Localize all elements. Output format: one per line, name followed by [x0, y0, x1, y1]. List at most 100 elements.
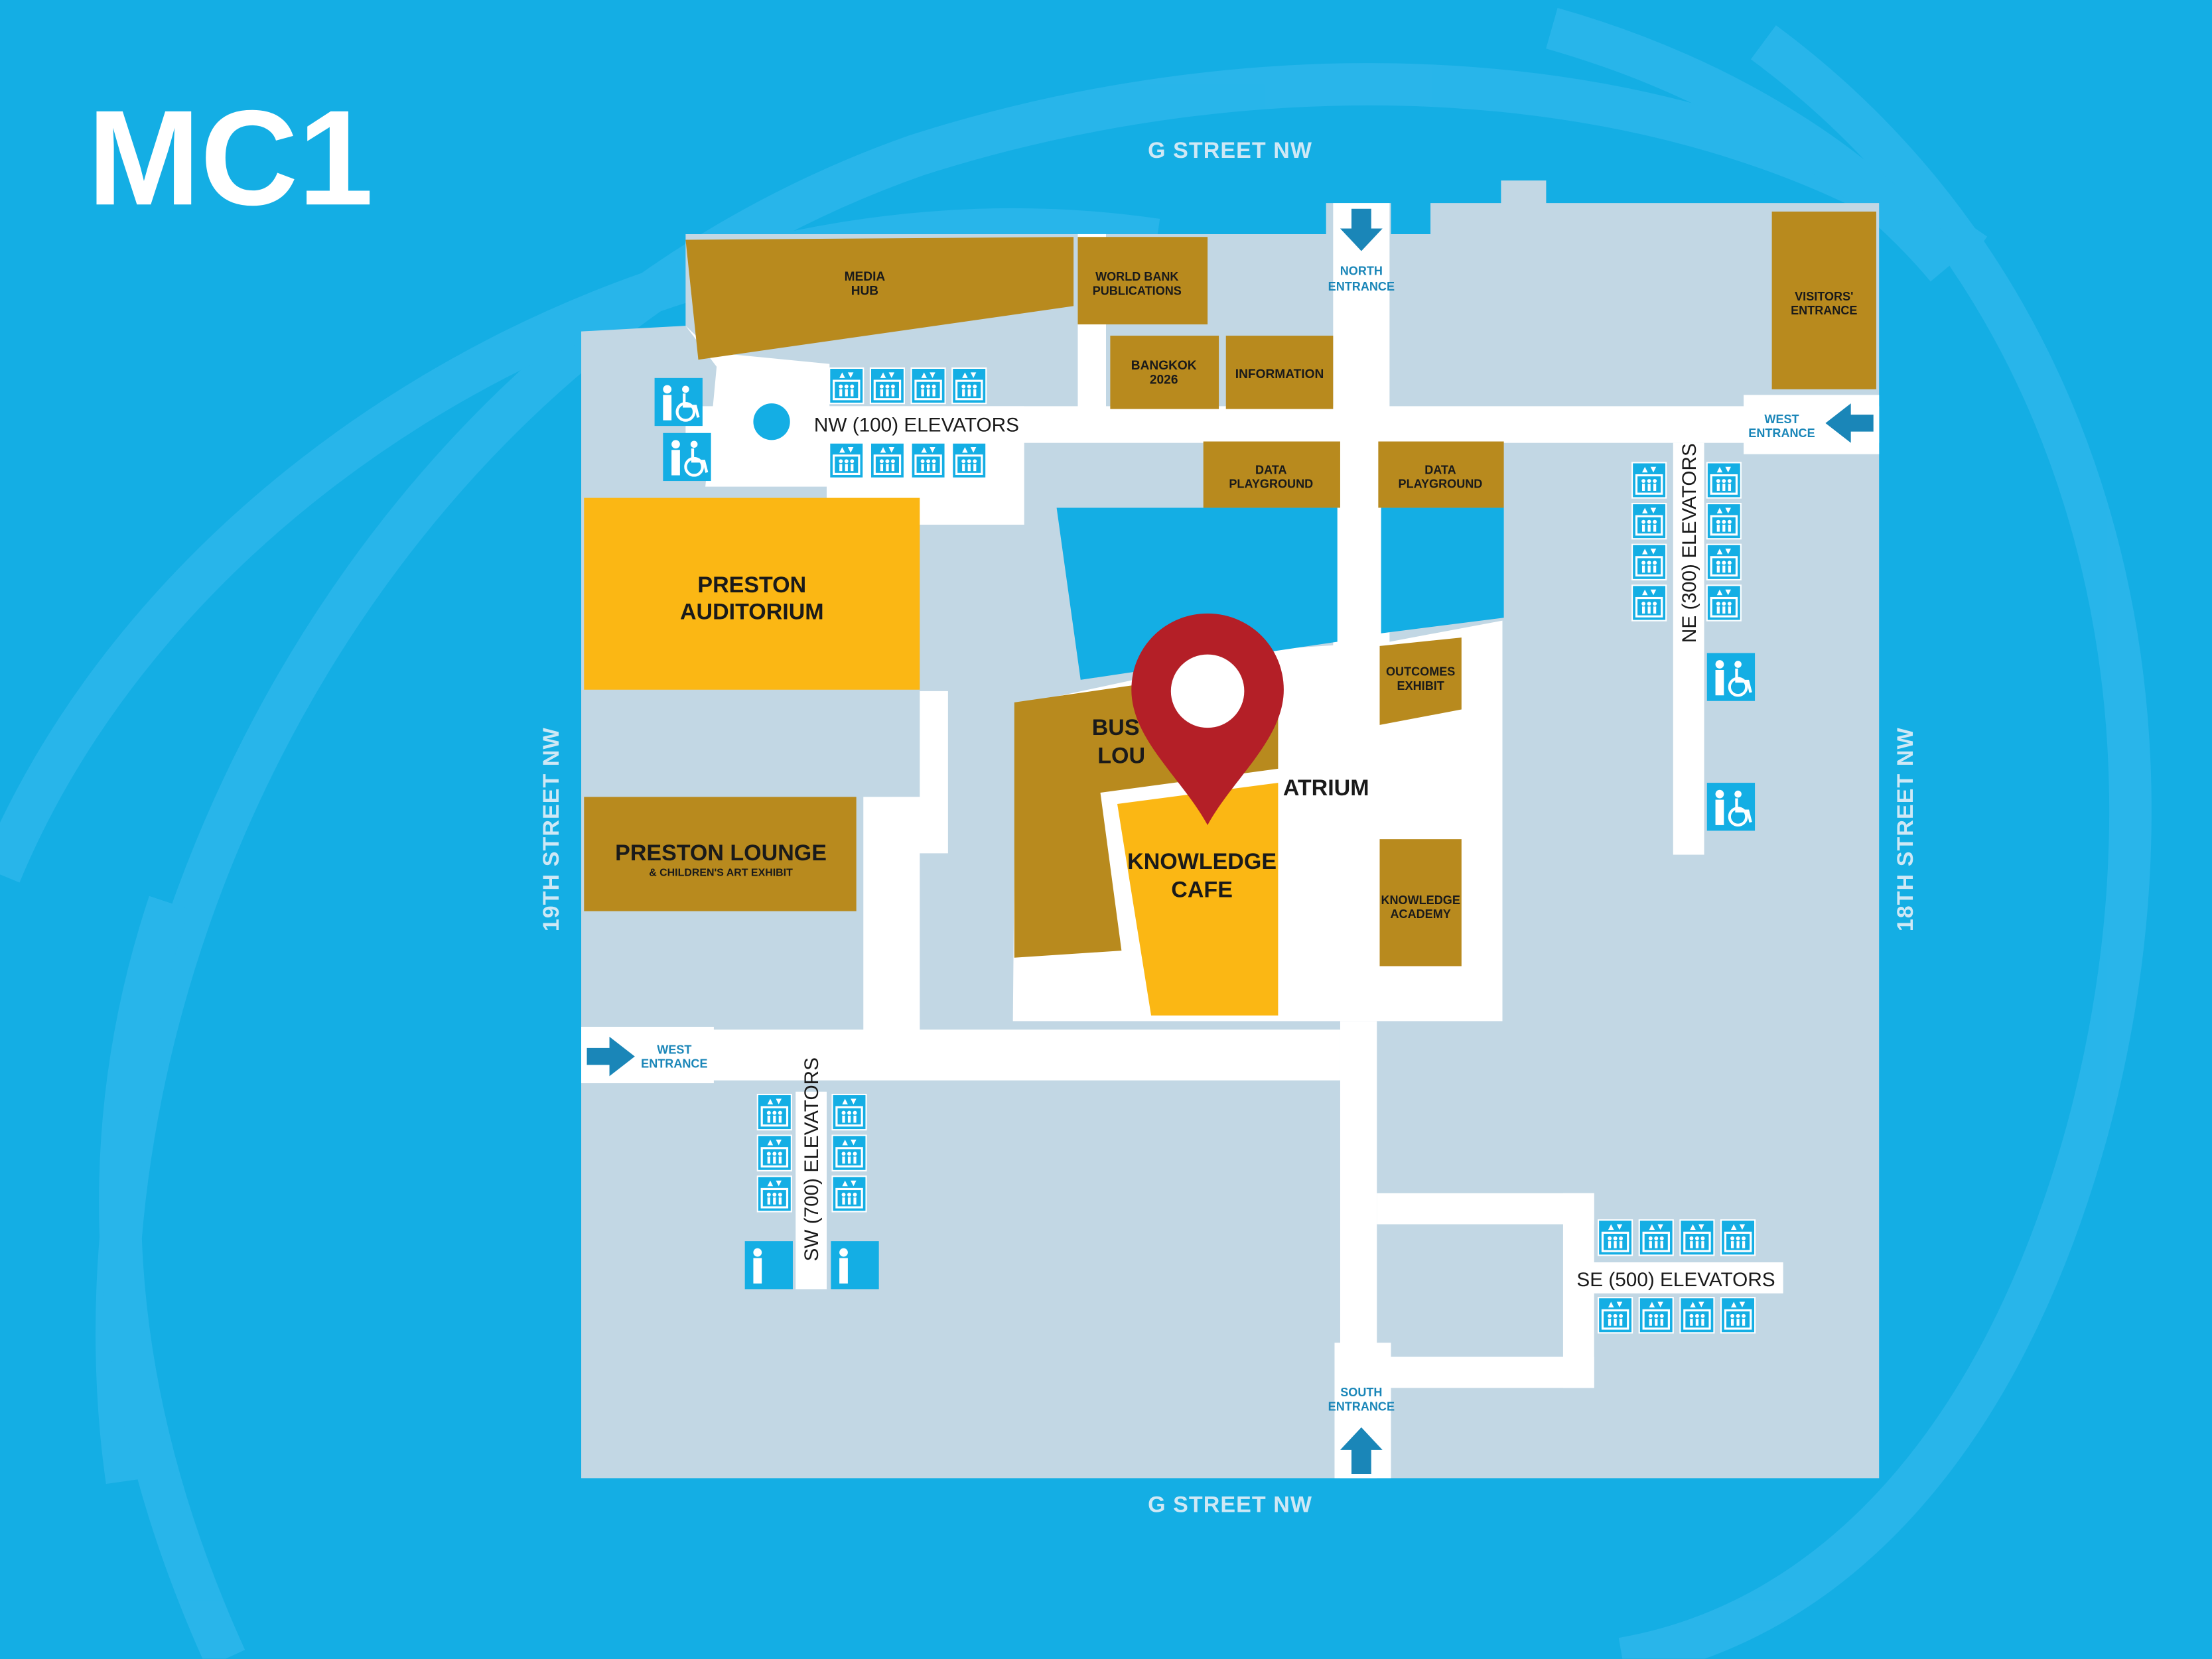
elevator-icon [831, 1093, 867, 1131]
street-east: 18TH STREET NW [1893, 727, 1918, 931]
elevator-icon [1631, 462, 1667, 499]
elevator-icon [1638, 1297, 1674, 1334]
outcomes-label-1: OUTCOMES [1386, 665, 1455, 678]
data-playground-2-label-1: DATA [1424, 463, 1456, 476]
data-playground-1-label-1: DATA [1255, 463, 1286, 476]
elevator-icon [756, 1093, 792, 1131]
elevator-icon [1706, 462, 1742, 499]
preston-auditorium-room [584, 498, 920, 690]
wb-publications-label-2: PUBLICATIONS [1093, 284, 1182, 297]
atrium-label: ATRIUM [1283, 775, 1369, 801]
wb-publications-label-1: WORLD BANK [1095, 270, 1178, 283]
knowledge-academy-room [1379, 839, 1462, 966]
visitors-entrance-room [1771, 211, 1876, 389]
elevator-icons [756, 367, 1756, 1334]
nw-elevators-label: NW (100) ELEVATORS [814, 415, 1019, 436]
elevator-icon [756, 1134, 792, 1171]
west-entrance-left-label-2: ENTRANCE [641, 1057, 707, 1071]
information-room [1225, 336, 1334, 409]
wheelchair-icon [663, 432, 711, 482]
elevator-icon [1631, 543, 1667, 580]
media-hub-label-2: HUB [851, 284, 878, 298]
bangkok-label-1: BANGKOK [1131, 359, 1197, 373]
elevator-icon [910, 367, 946, 405]
data-playground-1-label-2: PLAYGROUND [1229, 478, 1313, 491]
west-entrance-right-label-1: WEST [1764, 413, 1799, 426]
outcomes-label-2: EXHIBIT [1397, 679, 1444, 693]
restroom-icon [831, 1241, 879, 1290]
knowledge-academy-label-1: KNOWLEDGE [1381, 894, 1460, 907]
data-playground-2-label-2: PLAYGROUND [1399, 478, 1483, 491]
knowledge-academy-label-2: ACADEMY [1391, 907, 1451, 921]
south-entrance-arrow-icon [1340, 1427, 1383, 1474]
knowledge-cafe-label-1: KNOWLEDGE [1127, 849, 1277, 874]
sw-elevators-label: SW (700) ELEVATORS [801, 1057, 823, 1262]
north-entrance-label-2: ENTRANCE [1328, 280, 1395, 293]
elevator-icon [1598, 1297, 1633, 1334]
media-hub-room [685, 237, 1074, 360]
visitors-label-1: VISITORS' [1795, 290, 1853, 303]
media-hub-label-1: MEDIA [845, 270, 886, 284]
pools [1056, 507, 1504, 680]
elevator-icon [1706, 543, 1742, 580]
street-south: G STREET NW [1148, 1492, 1312, 1517]
location-pin-icon [1131, 613, 1284, 825]
south-entrance-label-1: SOUTH [1340, 1386, 1382, 1399]
wheelchair-icon [1706, 653, 1756, 701]
knowledge-cafe-label-2: CAFE [1171, 877, 1233, 902]
elevator-icon [1679, 1297, 1715, 1334]
bangkok-label-2: 2026 [1150, 373, 1178, 387]
background-swirls [0, 7, 2152, 1659]
wb-publications-room [1077, 237, 1208, 325]
wheelchair-icon [1706, 783, 1756, 831]
elevator-icon [831, 1134, 867, 1171]
ne-elevators-label: NE (300) ELEVATORS [1679, 443, 1700, 643]
elevator-icon [1679, 1219, 1715, 1256]
north-entrance-arrow-icon [1340, 208, 1383, 251]
elevator-icon [756, 1175, 792, 1213]
data-playground-1-room [1203, 441, 1340, 508]
elevator-icon [1631, 584, 1667, 622]
visitors-label-2: ENTRANCE [1791, 304, 1857, 317]
street-north: G STREET NW [1148, 138, 1312, 163]
elevator-icon [951, 442, 987, 479]
elevator-icon [910, 442, 946, 479]
elevator-labels: NW (100) ELEVATORS SE (500) ELEVATORS NE… [801, 415, 1775, 1292]
preston-lounge-label: PRESTON LOUNGE [615, 840, 827, 866]
elevator-icon [869, 442, 906, 479]
restroom-icons [654, 377, 1756, 1290]
elevator-icon [1706, 503, 1742, 540]
knowledge-cafe-room [1117, 783, 1279, 1016]
south-entrance-label-2: ENTRANCE [1328, 1400, 1395, 1413]
elevator-icon [1631, 503, 1667, 540]
business-lounge-label-1: BUS [1092, 715, 1140, 740]
west-entrance-left-arrow-icon [587, 1036, 635, 1077]
west-entrance-left-label-1: WEST [657, 1043, 691, 1056]
preston-lounge-sublabel: & CHILDREN'S ART EXHIBIT [649, 867, 793, 878]
se-elevators-label: SE (500) ELEVATORS [1576, 1269, 1775, 1291]
preston-auditorium-label-1: PRESTON [697, 572, 806, 598]
elevator-icon [951, 367, 987, 405]
elevator-icon [1638, 1219, 1674, 1256]
elevator-icon [831, 1175, 867, 1213]
elevator-icon [1706, 584, 1742, 622]
elevator-icon [1598, 1219, 1633, 1256]
data-playground-2-room [1378, 441, 1504, 508]
north-entrance-label-1: NORTH [1340, 265, 1383, 278]
elevator-icon [1720, 1219, 1756, 1256]
street-west: 19TH STREET NW [539, 727, 564, 931]
page-title: MC1 [88, 82, 374, 233]
bangkok-room [1110, 336, 1219, 409]
rooms [584, 211, 1876, 1016]
outcomes-exhibit-room [1379, 637, 1462, 725]
wheelchair-icon [654, 377, 703, 427]
preston-lounge-room [584, 797, 857, 911]
elevator-icon [1720, 1297, 1756, 1334]
west-entrance-right-label-2: ENTRANCE [1748, 427, 1815, 440]
preston-auditorium-label-2: AUDITORIUM [680, 599, 824, 624]
elevator-icon [869, 367, 906, 405]
nw-stairwell-marker [753, 403, 790, 440]
entrances: NORTH ENTRANCE SOUTH ENTRANCE WEST ENTRA… [587, 208, 1874, 1474]
